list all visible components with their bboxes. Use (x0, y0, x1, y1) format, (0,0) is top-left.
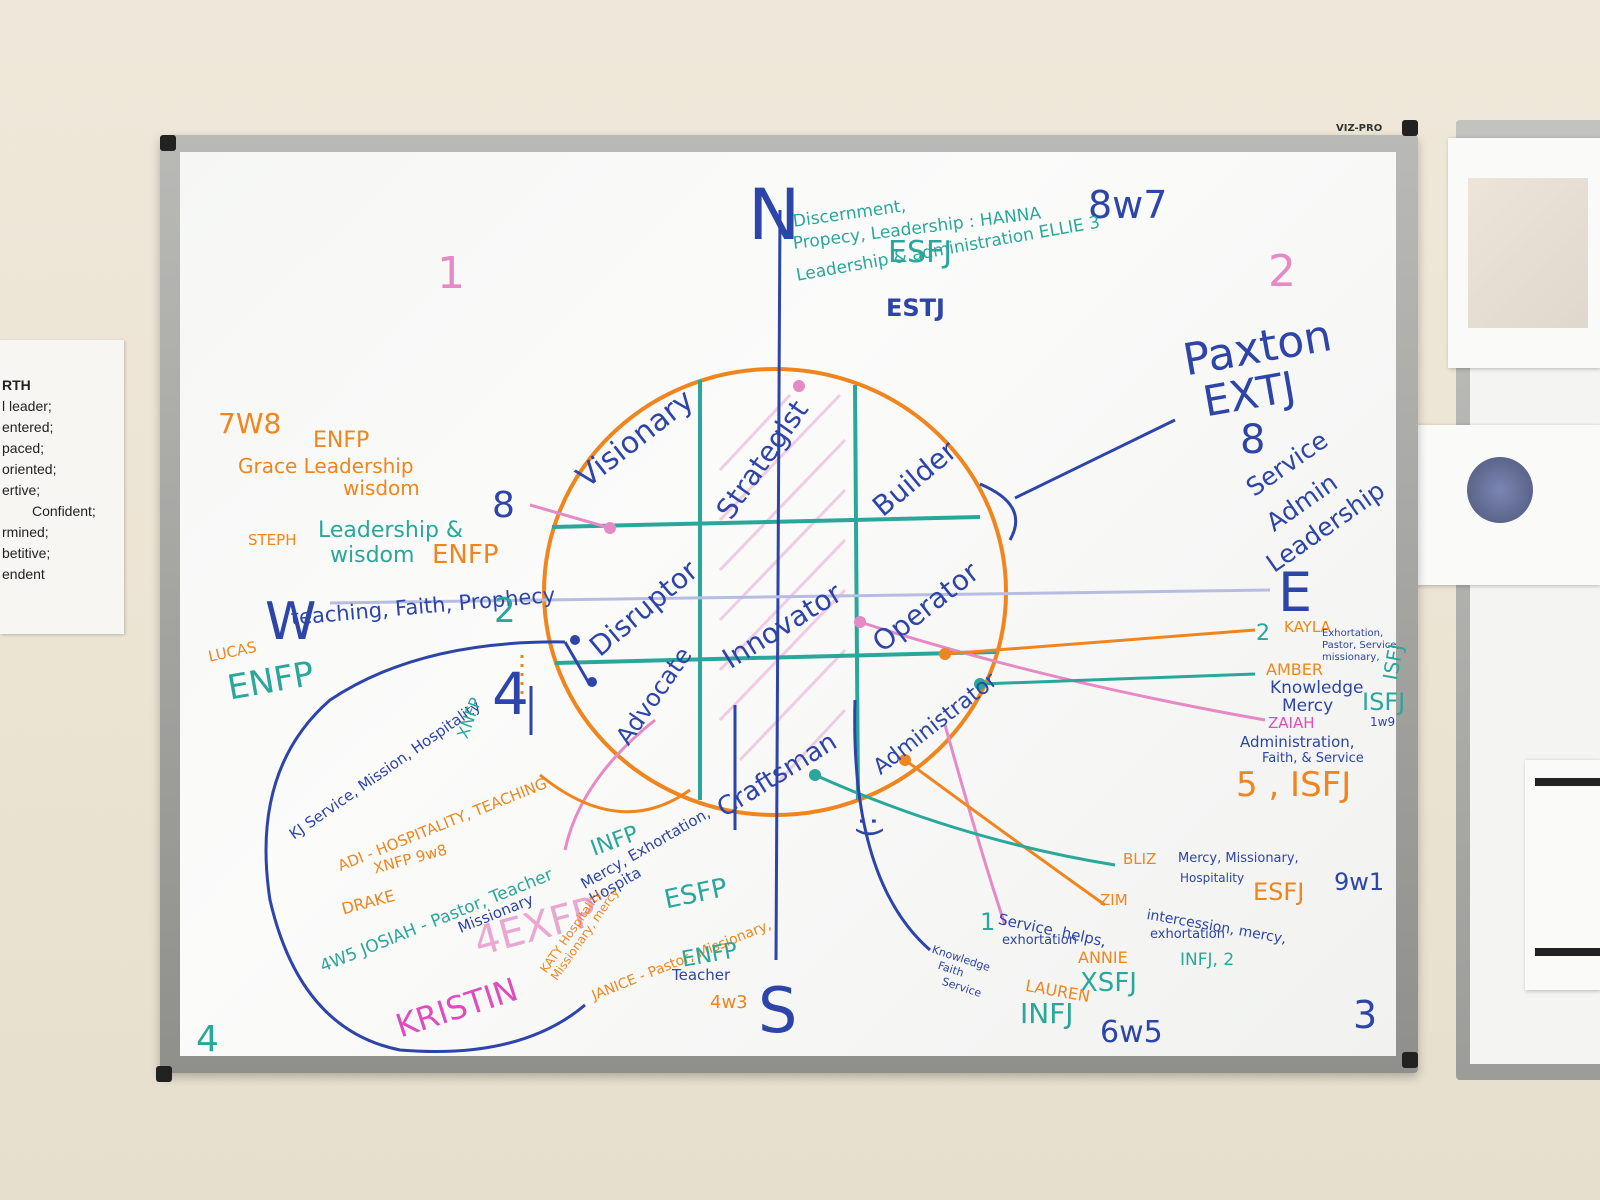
left-paper-sheet: RTH l leader; entered; paced; oriented; … (0, 340, 124, 634)
janice-wing: 4w3 (710, 992, 748, 1013)
paper-line: ertive; (2, 482, 41, 498)
brand-logo: VIZ-PRO (1336, 123, 1383, 134)
big-number-4: 4 (492, 660, 529, 728)
teal-connectors (814, 672, 1256, 867)
north-south-axis (774, 209, 782, 961)
bliz-wing: 9w1 (1334, 868, 1385, 896)
annie-type: XSFJ (1080, 968, 1137, 998)
compass-east: E (1278, 561, 1313, 624)
zaiah-type: 5 , ISFJ (1236, 765, 1352, 805)
quadrant-number-3: 3 (1353, 993, 1378, 1037)
pinned-compass-sheet (1383, 425, 1600, 585)
zim-gifts2: exhortation (1150, 927, 1225, 942)
north-esfj: ESFJ (888, 235, 953, 270)
grid-lines (551, 380, 997, 801)
quadrant-number-1: 1 (437, 248, 465, 299)
north-estj: ESTJ (886, 294, 945, 322)
steph-gifts1: Leadership & (318, 518, 464, 543)
smiley-face: :) (852, 816, 887, 838)
pink-connectors (529, 503, 1266, 926)
paper-line: endent (2, 566, 45, 582)
annie-name: ANNIE (1078, 948, 1128, 967)
orange-connectors (539, 628, 1256, 907)
zaiah-name: ZAIAH (1268, 714, 1315, 732)
bliz-gifts2: Hospitality (1180, 871, 1245, 885)
paper-line: RTH (2, 377, 31, 393)
pinned-sheet-bottom (1525, 760, 1600, 990)
zim-name: ZIM (1100, 891, 1128, 909)
zaiah-gifts1: Administration, (1240, 733, 1355, 751)
zaiah-gifts2: Faith, & Service (1262, 751, 1364, 766)
paper-line: l leader; (2, 398, 52, 414)
frame-corner (1402, 1052, 1418, 1068)
paper-line: betitive; (2, 545, 51, 561)
hanna-type: 8w7 (1088, 183, 1168, 227)
grace-enfp: ENFP (313, 428, 370, 453)
annie-number: 1 (980, 908, 996, 936)
kayla-name: KAYLA (1284, 618, 1331, 636)
steph-gifts2: wisdom (330, 543, 415, 568)
orange-circle (542, 367, 1008, 817)
steph-number: 8 (492, 485, 515, 526)
quadrant-number-4: 4 (196, 1019, 219, 1060)
paper-line: paced; (2, 440, 45, 456)
amber-gifts1: Knowledge (1270, 678, 1364, 698)
paper-line: rmined; (2, 524, 49, 540)
bliz-name: BLIZ (1123, 850, 1157, 868)
paper-line: entered; (2, 419, 54, 435)
frame-corner (156, 1066, 172, 1082)
kayla-gifts: Exhortation, Pastor, Service, missionary… (1322, 628, 1400, 663)
wisdom-line: wisdom (343, 476, 420, 500)
steph-name: STEPH (248, 531, 297, 549)
compass-west: W (265, 592, 317, 652)
quadrant-number-2: 2 (1268, 246, 1296, 297)
grace-line: Grace Leadership (238, 454, 414, 478)
steph-type: ENFP (432, 540, 499, 570)
frame-corner (160, 135, 176, 151)
compass-north: N (748, 174, 801, 256)
paper-line: oriented; (2, 461, 57, 477)
paper-line: Confident; (32, 503, 96, 519)
amber-type: ISFJ (1362, 688, 1406, 716)
blue-connectors (264, 640, 931, 1054)
compass-south: S (758, 974, 798, 1047)
amber-gifts2: Mercy (1282, 696, 1334, 716)
amber-name: AMBER (1266, 660, 1323, 679)
paxton-number: 8 (1240, 417, 1266, 463)
kayla-type: ISFJ (1378, 642, 1408, 682)
bliz-type: ESFJ (1253, 878, 1305, 906)
bliz-gifts1: Mercy, Missionary, (1178, 851, 1299, 866)
lauren-type: INFJ (1020, 997, 1074, 1030)
lucas-number: 2 (494, 591, 516, 631)
amber-wing: 1w9 (1370, 715, 1396, 729)
frame-corner (1402, 120, 1418, 136)
paxton-line (1014, 418, 1176, 500)
lauren-wing: 6w5 (1100, 1015, 1163, 1050)
paxton-bracket (979, 482, 1018, 541)
west-east-axis (329, 588, 1271, 605)
annie-gifts2: exhortation (1002, 933, 1077, 948)
seven-w-eight: 7W8 (218, 407, 282, 440)
kayla-number: 2 (1256, 621, 1270, 646)
whiteboard-surface (180, 152, 1396, 1056)
zim-type: INFJ, 2 (1180, 950, 1235, 970)
pinned-sheet-top (1448, 138, 1600, 368)
janice-role: Teacher (672, 966, 731, 984)
